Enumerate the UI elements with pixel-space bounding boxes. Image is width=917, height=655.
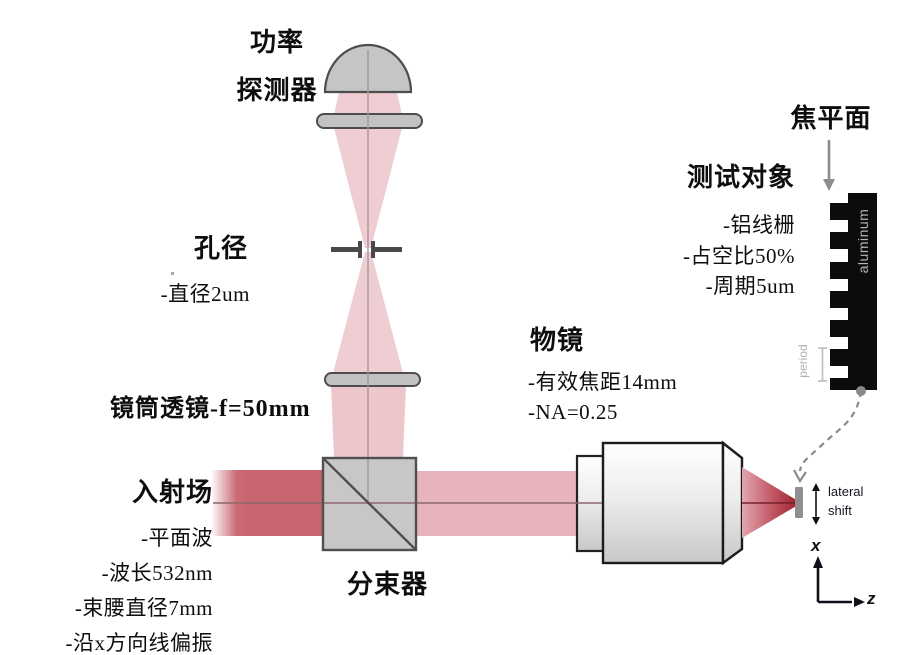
incident-field-detail-1: -平面波 bbox=[141, 526, 213, 550]
objective-detail-1: -有效焦距14mm bbox=[528, 370, 678, 394]
test-object-detail-1: -铝线栅 bbox=[723, 213, 795, 237]
beam-splitter-diagonal bbox=[323, 458, 416, 550]
xz-coordinate-axes bbox=[813, 556, 865, 607]
grating-material-label: aluminum bbox=[855, 208, 871, 274]
grating-to-focus-dashed-pointer bbox=[793, 386, 866, 484]
lateral-shift-text-line2: shift bbox=[828, 503, 852, 518]
incident-field-label: 入射场 bbox=[131, 478, 213, 507]
x-axis-label: x bbox=[811, 536, 821, 555]
lateral-shift-text-line1: lateral bbox=[828, 484, 864, 499]
aperture-detail: -直径2um bbox=[160, 282, 250, 306]
aperture-pinhole bbox=[331, 241, 402, 258]
incident-field-detail-3: -束腰直径7mm bbox=[74, 596, 213, 620]
objective-nose bbox=[721, 440, 744, 566]
focal-plane-arrow bbox=[823, 140, 835, 191]
grating-period-label: period bbox=[796, 344, 810, 378]
incident-field-detail-4: -沿x方向线偏振 bbox=[65, 631, 213, 655]
stray-dot bbox=[171, 272, 174, 275]
aperture-label: 孔径 bbox=[193, 234, 248, 263]
objective-body bbox=[601, 441, 725, 565]
detector-lens bbox=[316, 113, 423, 129]
period-measure-bar bbox=[818, 347, 827, 382]
power-detector-label-line2: 探测器 bbox=[236, 76, 318, 105]
sample-at-focus bbox=[795, 487, 803, 518]
tube-lens-label: 镜筒透镜-f=50mm bbox=[110, 396, 311, 422]
objective-detail-2: -NA=0.25 bbox=[528, 400, 618, 424]
aluminum-grating bbox=[830, 193, 877, 390]
beam-splitter-border bbox=[321, 456, 418, 552]
beam-splitter-label: 分束器 bbox=[346, 570, 428, 599]
lateral-shift-arrow bbox=[812, 483, 820, 525]
tube-lens bbox=[324, 372, 421, 387]
objective-label: 物镜 bbox=[530, 326, 585, 355]
incident-field-detail-2: -波长532nm bbox=[101, 561, 213, 585]
z-axis-label: z bbox=[867, 589, 876, 608]
focal-plane-label: 焦平面 bbox=[790, 104, 872, 133]
power-detector-label-line1: 功率 bbox=[249, 28, 304, 57]
test-object-detail-2: -占空比50% bbox=[683, 244, 795, 268]
test-object-detail-3: -周期5um bbox=[705, 274, 795, 298]
test-object-label: 测试对象 bbox=[686, 163, 795, 192]
